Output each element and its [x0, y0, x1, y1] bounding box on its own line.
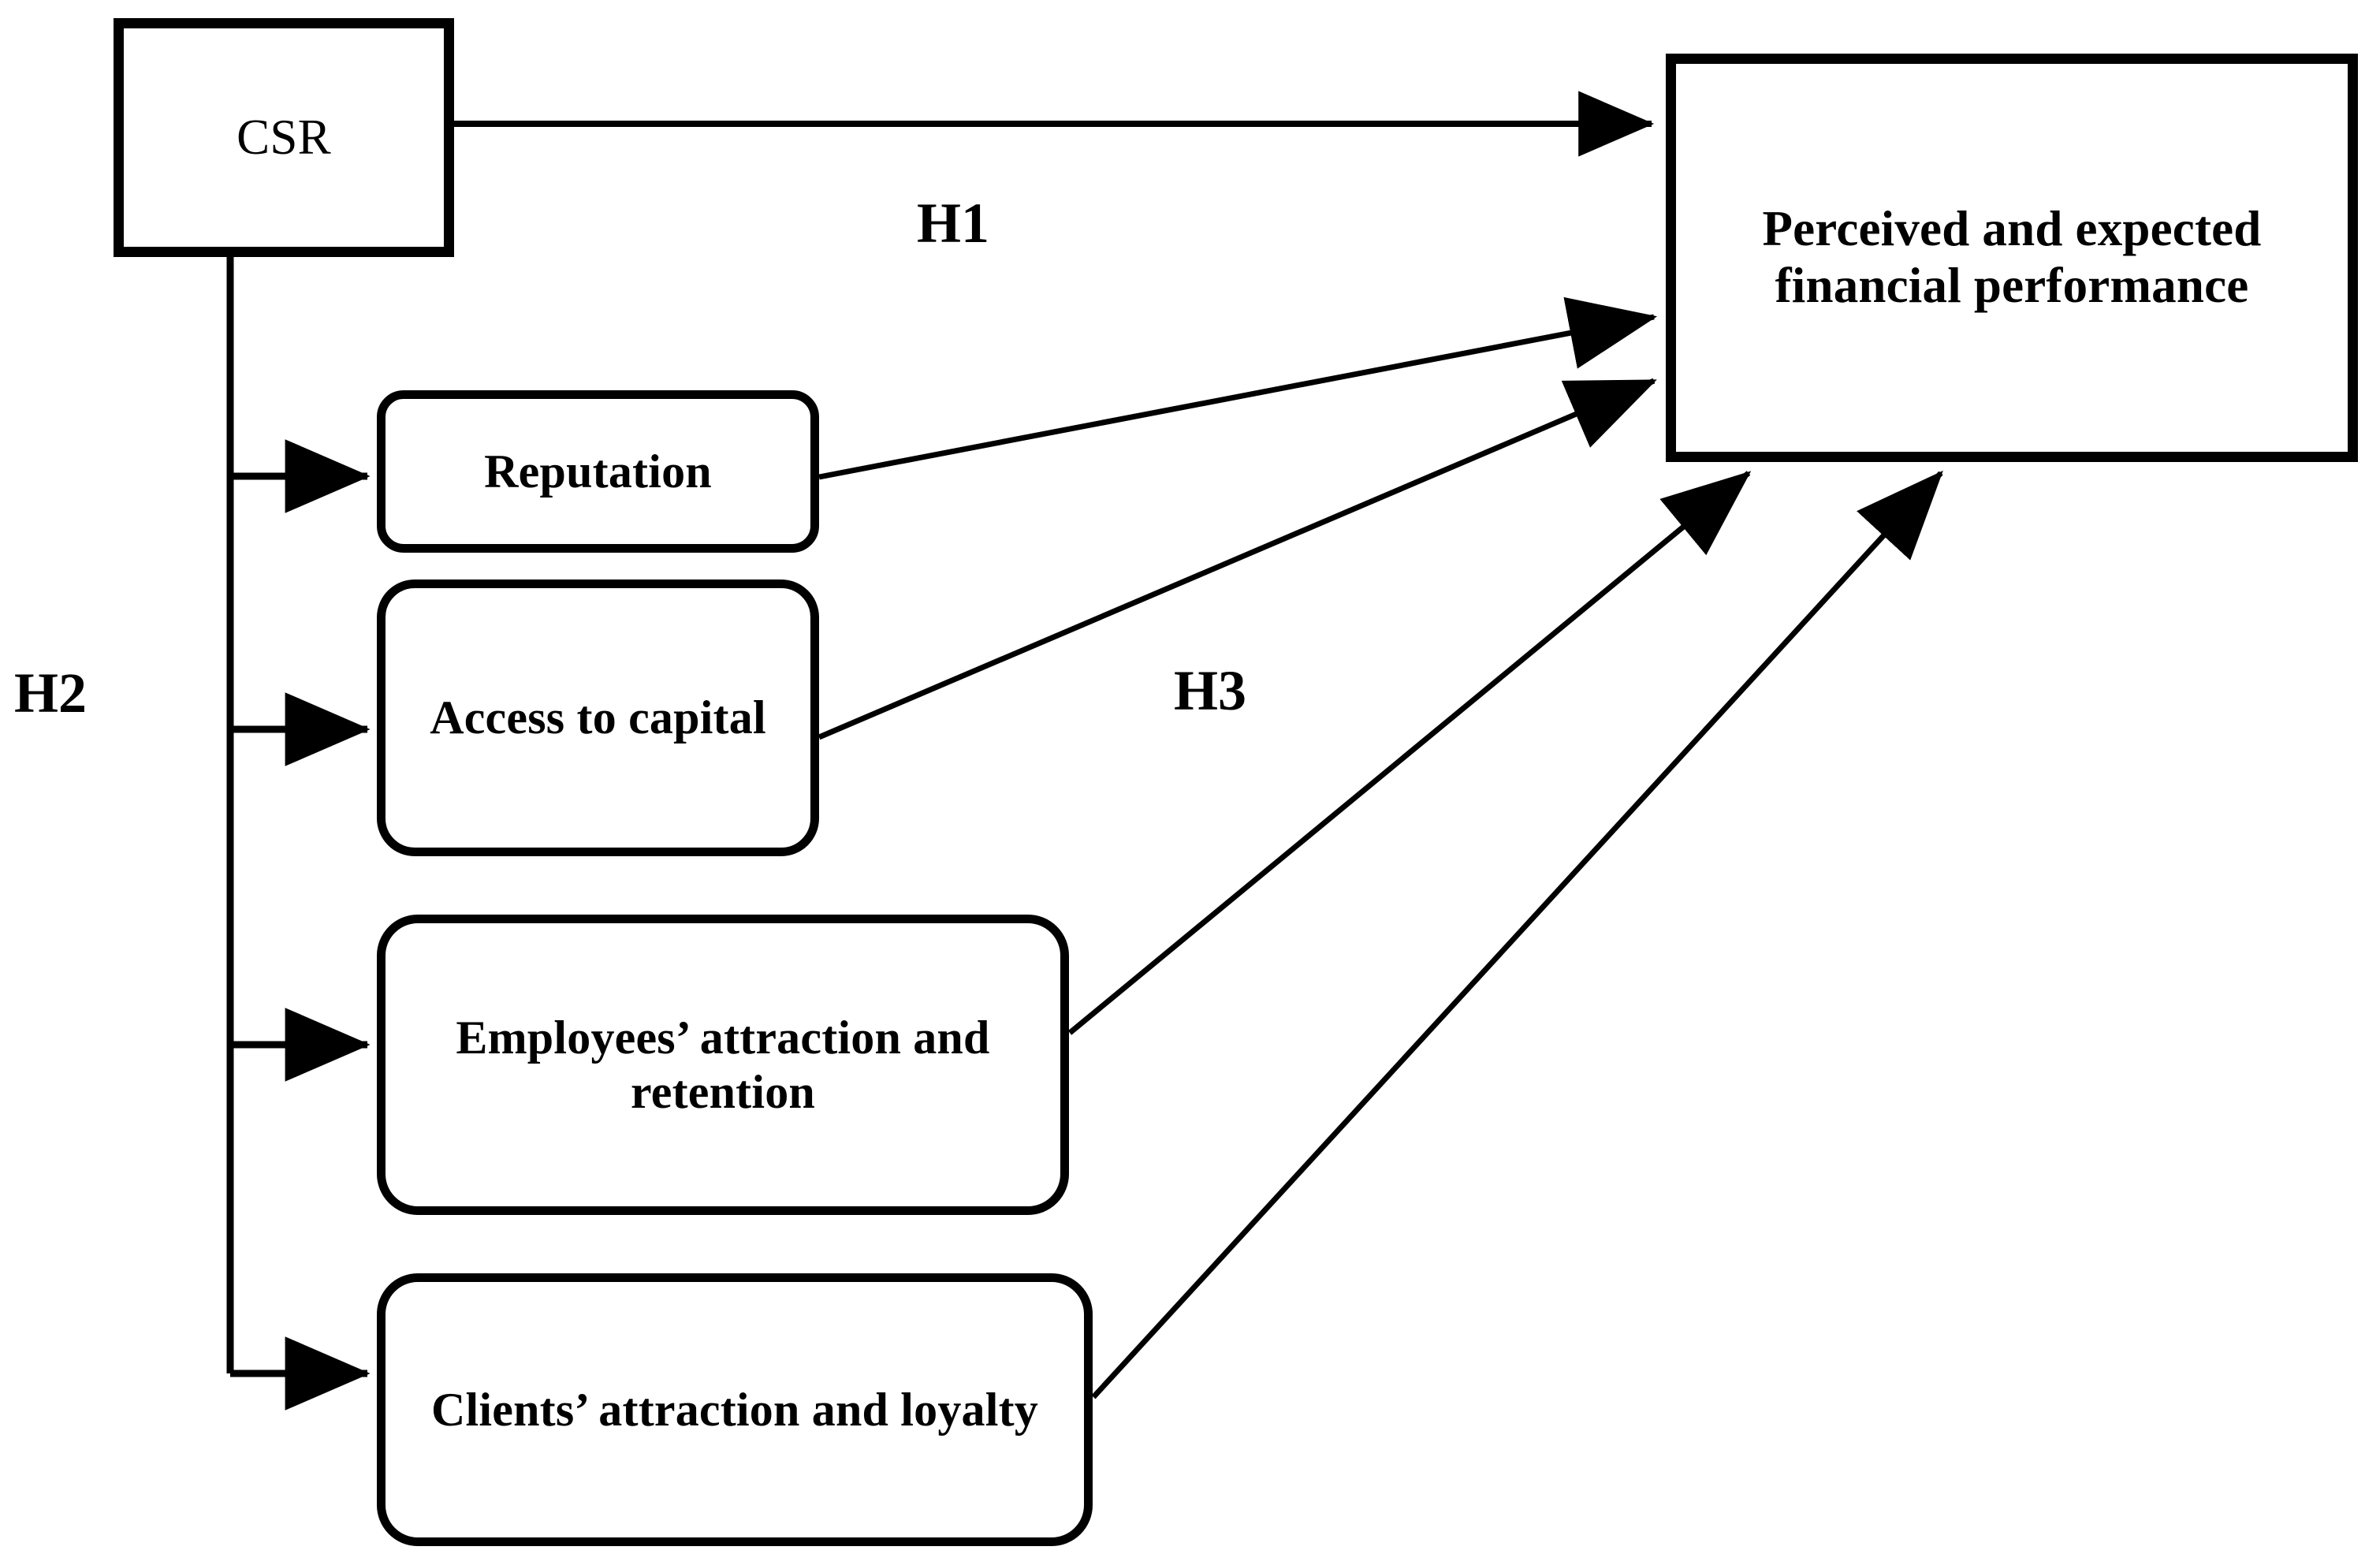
node-clients-attraction-loyalty[interactable]: Clients’ attraction and loyalty	[377, 1273, 1093, 1546]
node-csr-label: CSR	[237, 109, 331, 165]
node-access-to-capital-label: Access to capital	[430, 691, 766, 744]
edge-reputation-to-outcome	[818, 296, 1658, 480]
hypothesis-label-h1: H1	[917, 192, 990, 255]
edge-access-to-outcome	[818, 378, 1657, 740]
node-outcome[interactable]: Perceived and expected financial perform…	[1666, 54, 2358, 462]
node-employees-attraction-retention-label: Employees’ attraction and retention	[456, 1012, 990, 1118]
node-csr[interactable]: CSR	[114, 18, 454, 257]
node-outcome-label: Perceived and expected financial perform…	[1762, 201, 2262, 313]
node-reputation-label: Reputation	[484, 445, 712, 498]
edge-employees-to-outcome	[1067, 471, 1752, 1035]
node-employees-attraction-retention[interactable]: Employees’ attraction and retention	[377, 915, 1069, 1215]
node-reputation[interactable]: Reputation	[377, 390, 819, 553]
node-clients-attraction-loyalty-label: Clients’ attraction and loyalty	[430, 1383, 1039, 1436]
node-access-to-capital[interactable]: Access to capital	[377, 579, 819, 856]
edge-clients-to-outcome	[1091, 470, 1943, 1399]
hypothesis-label-h2: H2	[14, 661, 88, 725]
hypothesis-label-h3: H3	[1174, 659, 1247, 722]
